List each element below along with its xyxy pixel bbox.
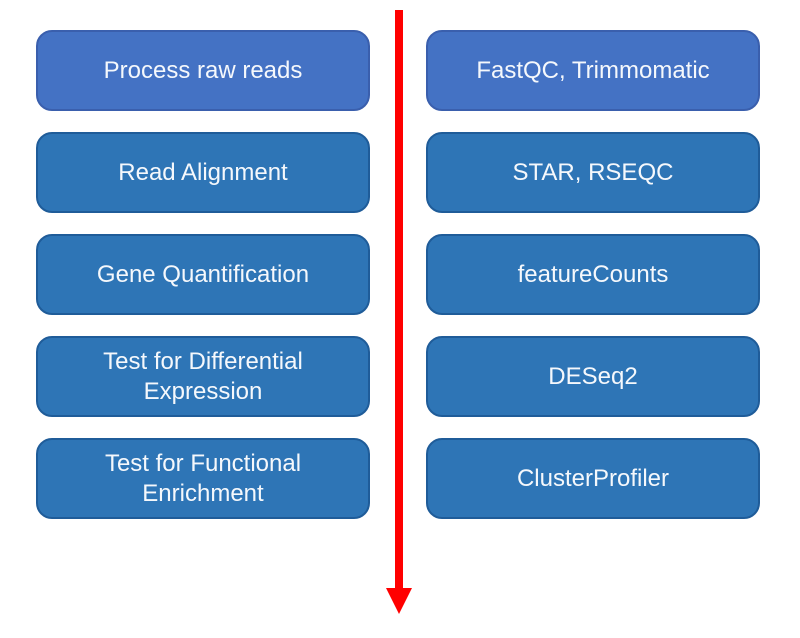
tool-box-fastqc-trimmomatic: FastQC, Trimmomatic <box>426 30 760 111</box>
tool-box-star-rseqc: STAR, RSEQC <box>426 132 760 213</box>
tool-box-deseq2: DESeq2 <box>426 336 760 417</box>
step-box-read-alignment: Read Alignment <box>36 132 370 213</box>
tools-column: FastQC, Trimmomatic STAR, RSEQC featureC… <box>426 0 760 519</box>
step-box-process-raw-reads: Process raw reads <box>36 30 370 111</box>
step-box-gene-quantification: Gene Quantification <box>36 234 370 315</box>
steps-column: Process raw reads Read Alignment Gene Qu… <box>36 0 370 519</box>
tool-box-featurecounts: featureCounts <box>426 234 760 315</box>
step-box-functional-enrichment: Test for Functional Enrichment <box>36 438 370 519</box>
down-arrow-icon <box>386 10 412 614</box>
tool-box-clusterprofiler: ClusterProfiler <box>426 438 760 519</box>
step-box-differential-expression: Test for Differential Expression <box>36 336 370 417</box>
